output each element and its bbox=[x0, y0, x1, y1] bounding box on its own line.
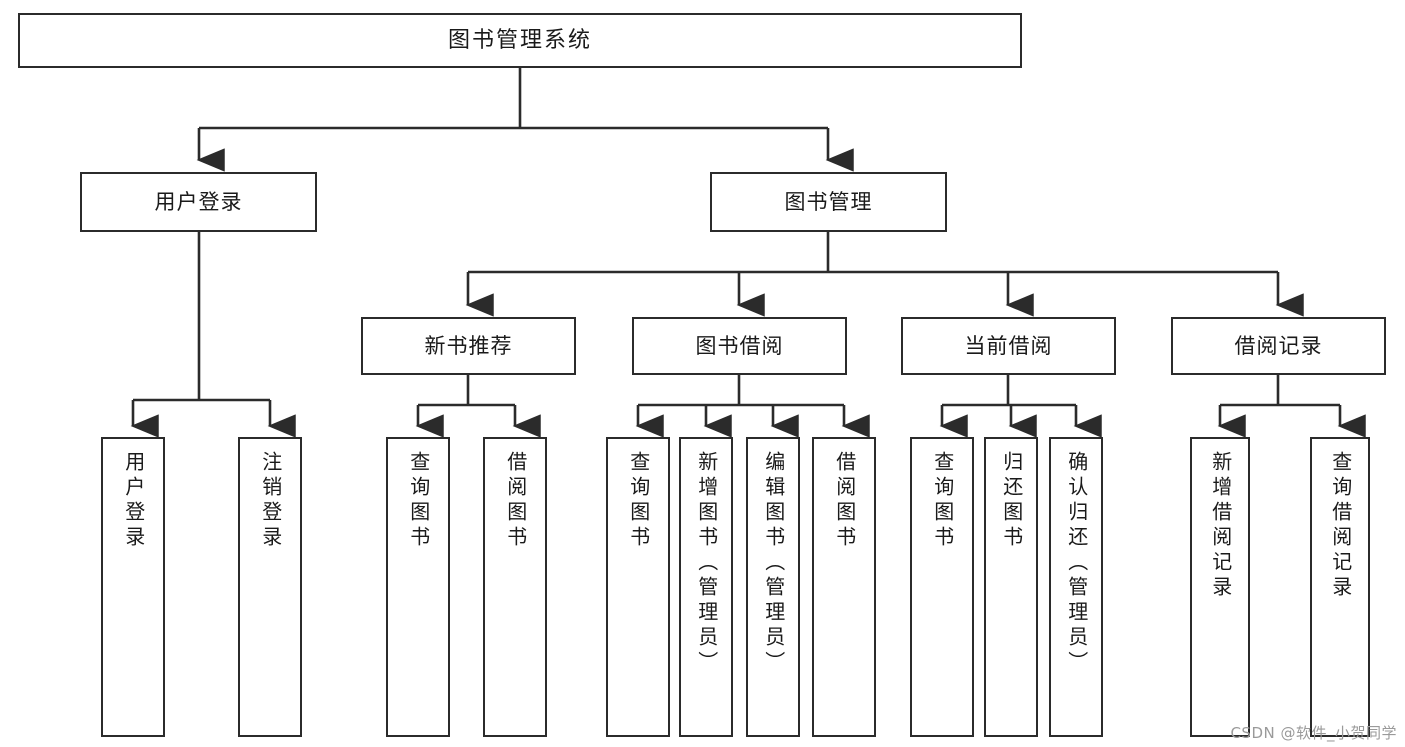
node-label: 查询图书 bbox=[930, 451, 955, 551]
node-label: 查询图书 bbox=[626, 451, 651, 551]
node-label: 归还图书 bbox=[999, 451, 1024, 551]
node-label: 用户登录 bbox=[154, 189, 243, 214]
leaf-查询图书-新书推荐[interactable]: 查询图书 bbox=[386, 437, 450, 737]
node-用户登录[interactable]: 用户登录 bbox=[80, 172, 317, 232]
node-图书管理[interactable]: 图书管理 bbox=[710, 172, 947, 232]
leaf-查询借阅记录[interactable]: 查询借阅记录 bbox=[1310, 437, 1370, 737]
leaf-用户登录[interactable]: 用户登录 bbox=[101, 437, 165, 737]
node-label: 当前借阅 bbox=[964, 333, 1053, 358]
node-label: 新增图书（管理员） bbox=[694, 451, 719, 676]
node-label: 注销登录 bbox=[258, 451, 283, 551]
node-label: 查询图书 bbox=[406, 451, 431, 551]
node-label: 借阅图书 bbox=[832, 451, 857, 551]
node-新书推荐[interactable]: 新书推荐 bbox=[361, 317, 576, 375]
leaf-查询图书-当前借阅[interactable]: 查询图书 bbox=[910, 437, 974, 737]
leaf-新增图书-管理员[interactable]: 新增图书（管理员） bbox=[679, 437, 733, 737]
leaf-确认归还-管理员[interactable]: 确认归还（管理员） bbox=[1049, 437, 1103, 737]
node-借阅记录[interactable]: 借阅记录 bbox=[1171, 317, 1386, 375]
node-label: 新书推荐 bbox=[424, 333, 513, 358]
node-label: 查询借阅记录 bbox=[1328, 451, 1353, 601]
node-当前借阅[interactable]: 当前借阅 bbox=[901, 317, 1116, 375]
node-label: 编辑图书（管理员） bbox=[761, 451, 786, 676]
node-label: 新增借阅记录 bbox=[1208, 451, 1233, 601]
node-label: 图书管理 bbox=[784, 189, 873, 214]
leaf-借阅图书-图书借阅[interactable]: 借阅图书 bbox=[812, 437, 876, 737]
leaf-归还图书[interactable]: 归还图书 bbox=[984, 437, 1038, 737]
node-label: 确认归还（管理员） bbox=[1064, 451, 1089, 676]
leaf-注销登录[interactable]: 注销登录 bbox=[238, 437, 302, 737]
leaf-新增借阅记录[interactable]: 新增借阅记录 bbox=[1190, 437, 1250, 737]
node-label: 用户登录 bbox=[121, 451, 146, 551]
leaf-借阅图书-新书推荐[interactable]: 借阅图书 bbox=[483, 437, 547, 737]
node-label: 图书借阅 bbox=[695, 333, 784, 358]
node-label: 借阅图书 bbox=[503, 451, 528, 551]
csdn-watermark: CSDN @软件_小贺同学 bbox=[1230, 724, 1397, 742]
node-label: 图书管理系统 bbox=[447, 27, 592, 53]
leaf-查询图书-图书借阅[interactable]: 查询图书 bbox=[606, 437, 670, 737]
leaf-编辑图书-管理员[interactable]: 编辑图书（管理员） bbox=[746, 437, 800, 737]
node-图书借阅[interactable]: 图书借阅 bbox=[632, 317, 847, 375]
node-label: 借阅记录 bbox=[1234, 333, 1323, 358]
node-root-图书管理系统[interactable]: 图书管理系统 bbox=[18, 13, 1022, 68]
